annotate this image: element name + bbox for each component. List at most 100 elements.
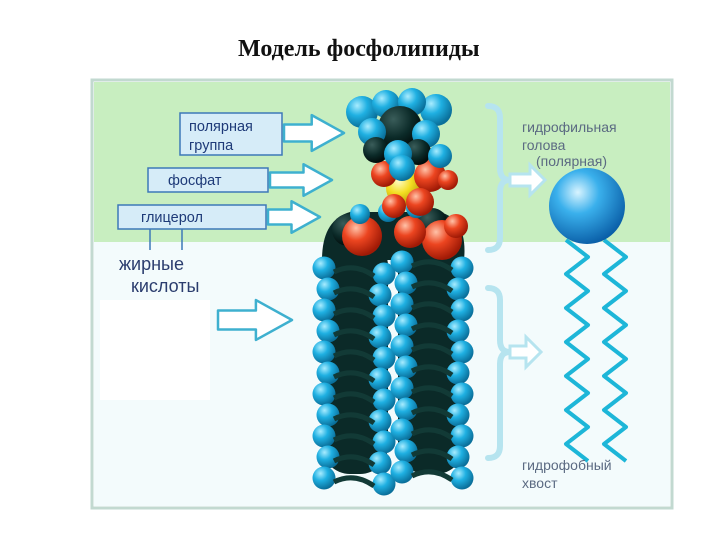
chain-right-bond-8 [410,427,454,441]
polar-carbon [378,106,422,150]
chain-left-atom-l-3 [316,319,340,343]
slide-title: Модель фосфолипиды [238,36,480,62]
chain-right-atom-l-5 [394,355,418,379]
schematic-tail-left [564,238,590,463]
polar-carbon-2 [363,137,389,163]
chain-left-bond-3 [332,328,376,342]
polar-atom-9 [389,155,415,181]
chain-left-atom-l-5 [316,361,340,385]
chain-left-atom-r-0 [372,262,396,286]
chain-left-atom-l-8 [312,424,336,448]
chain-left-atom-r-1 [368,283,392,307]
head-pointer-arrow [508,161,548,199]
phosphate-oxygen-3 [406,188,434,216]
chain-left-bond-2 [332,307,376,321]
chain-left-atom-r-10 [372,472,396,496]
polar-atom-2 [420,94,452,126]
schematic-phospholipid [549,168,628,463]
fatty-acids-label-2: кислоты [131,276,199,296]
polar-group-arrow [282,113,346,153]
chain-left-atom-l-6 [312,382,336,406]
chain-right-bond-3 [410,322,454,336]
chain-right-atom-l-2 [390,292,414,316]
chain-right-atom-l-10 [390,460,414,484]
chain-left-atom-l-0 [312,256,336,280]
chain-left-atom-r-2 [372,304,396,328]
chain-right-atom-r-6 [450,382,474,406]
tail-pointer-arrow [508,333,544,371]
chain-left-atom-l-7 [316,403,340,427]
hydrophilic-label-1: гидрофильная [522,119,617,135]
phosphate-label: фосфат [168,173,222,189]
ester-oxygen-4 [444,214,468,238]
schematic-head-sphere [549,168,625,244]
ester-oxygen-1 [342,216,382,256]
chain-right-bond-6 [410,385,454,399]
chain-right-atom-l-4 [390,334,414,358]
phosphate-box [147,167,269,193]
chain-left-atom-r-6 [372,388,396,412]
chain-right-atom-r-3 [446,319,470,343]
chain-left-bond-10 [332,475,376,489]
glycerol-label: глицерол [141,210,203,226]
chain-right-atom-r-5 [446,361,470,385]
chain-right-bond-9 [410,448,454,462]
chain-right-atom-r-10 [450,466,474,490]
glycerol-h-1 [350,204,370,224]
chain-right-atom-r-4 [450,340,474,364]
polar-group-box [179,112,283,156]
chain-right-atom-r-7 [446,403,470,427]
chain-right-atom-l-3 [394,313,418,337]
schematic-tail-right [602,238,628,463]
chain-left-bond-1 [332,286,376,300]
chain-right-bond-0 [410,259,454,273]
hydrophilic-label-3: (полярная) [536,153,607,169]
chain-right-atom-l-7 [394,397,418,421]
ester-oxygen-3 [394,216,426,248]
chain-right-atom-r-0 [450,256,474,280]
chain-left-atom-r-7 [368,409,392,433]
chain-left-bond-8 [332,433,376,447]
chain-right-atom-r-2 [450,298,474,322]
chain-right-atom-l-1 [394,271,418,295]
fatty-acids-arrow [216,298,294,342]
glycerol-arrow [266,200,322,234]
phosphate-arrow [268,163,334,197]
phosphate-oxygen-2 [414,160,446,192]
chain-right-atom-r-9 [446,445,470,469]
hydrophobic-label-2: хвост [522,475,558,491]
chain-right-bond-4 [410,343,454,357]
chain-right-atom-r-1 [446,277,470,301]
white-patch [100,300,210,400]
chain-left-atom-r-8 [372,430,396,454]
chain-right-bond-2 [410,301,454,315]
chain-right-atom-r-8 [450,424,474,448]
chain-left-atom-r-9 [368,451,392,475]
chain-right-bond-10 [410,469,454,483]
chain-left-bond-7 [332,412,376,426]
chain-left-atom-l-4 [312,340,336,364]
polar-group-label-1: полярная [189,119,253,135]
glycerol-box [117,204,267,230]
chain-left-bond-0 [332,265,376,279]
polar-group-label-2: группа [189,138,234,154]
chain-left-atom-r-3 [368,325,392,349]
chain-left-bond-9 [332,454,376,468]
chain-right-atom-l-0 [390,250,414,274]
polar-atom-8 [428,144,452,168]
chain-left-bond-4 [332,349,376,363]
chain-right-bond-1 [410,280,454,294]
left-arrows [216,113,346,342]
chain-left-atom-l-1 [316,277,340,301]
chain-left-bond-6 [332,391,376,405]
chain-left-atom-l-10 [312,466,336,490]
chain-right-atom-l-9 [394,439,418,463]
chain-right-bond-7 [410,406,454,420]
molecule-model [312,88,474,496]
chain-left-atom-r-4 [372,346,396,370]
hydrophobic-label-1: гидрофобный [522,457,612,473]
polar-carbon-3 [405,139,431,165]
chain-right-atom-l-8 [390,418,414,442]
chain-right-bond-5 [410,364,454,378]
